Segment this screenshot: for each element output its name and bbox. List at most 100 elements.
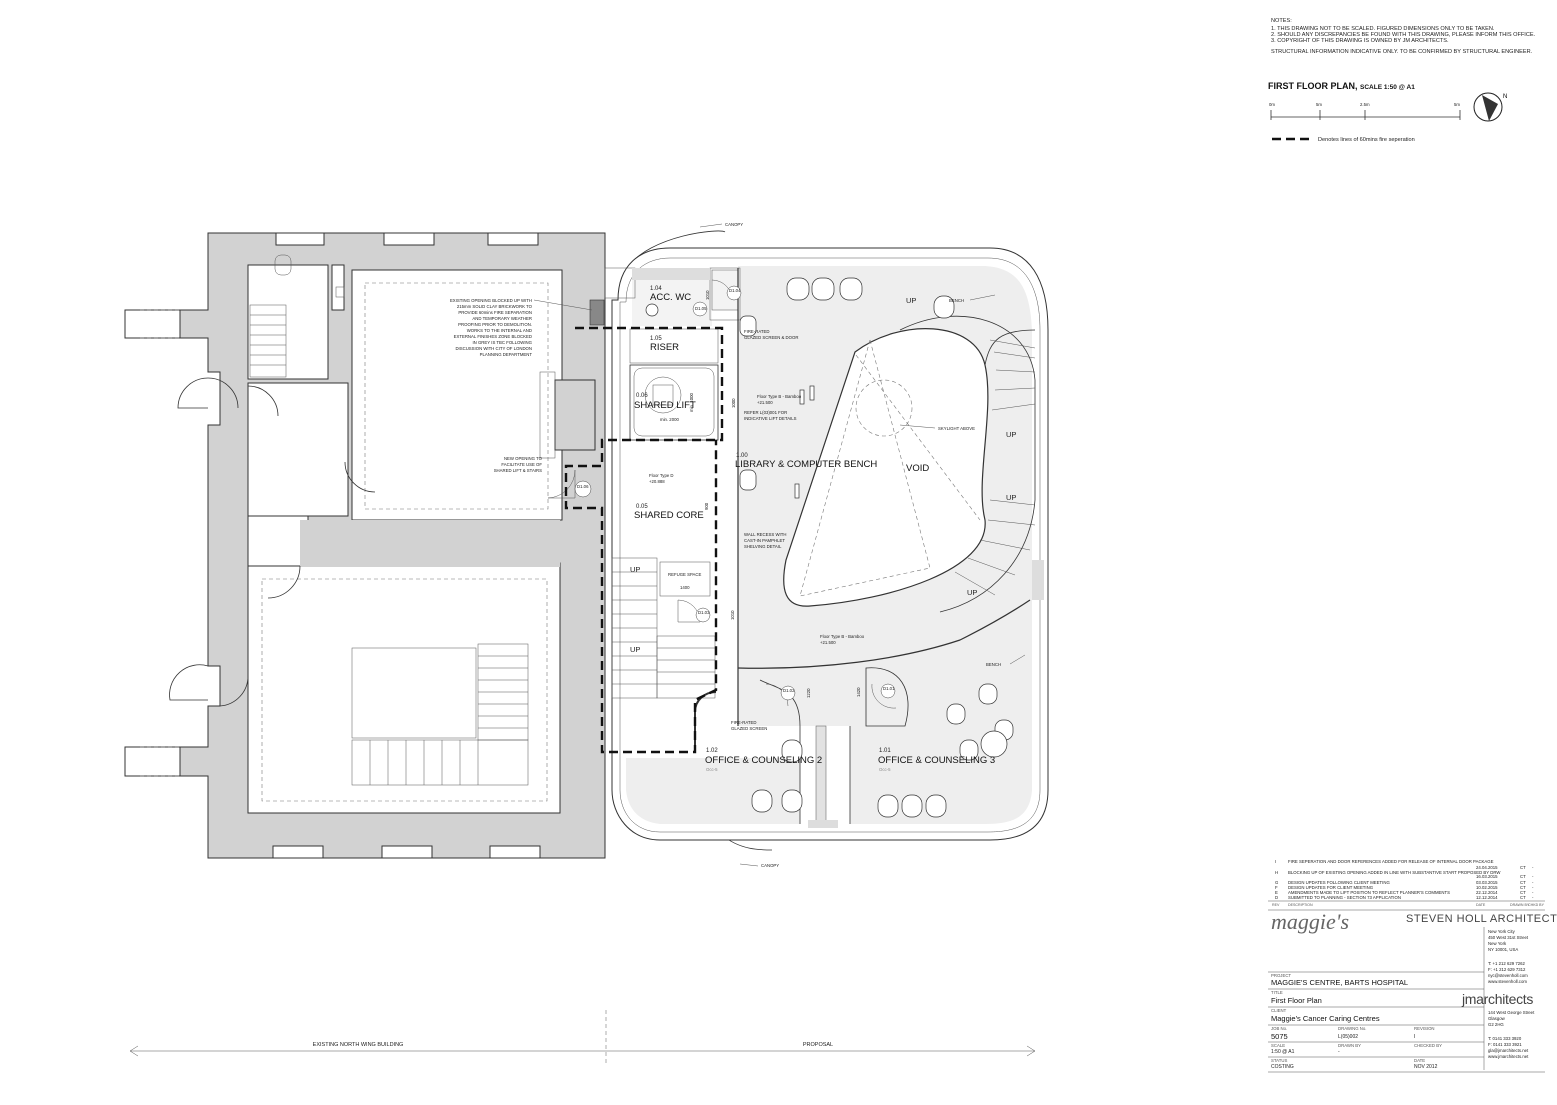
svg-text:F: 0141 333 3921: F: 0141 333 3921: [1488, 1042, 1522, 1047]
drawing-number: L(05)002: [1338, 1034, 1358, 1040]
door-tag-d103: D1.03: [698, 610, 710, 615]
svg-text:DRAWING No.: DRAWING No.: [1338, 1026, 1367, 1031]
canopy-top-label: CANOPY: [725, 222, 743, 227]
svg-text:10.02.2015: 10.02.2015: [1476, 885, 1498, 890]
room-shared-lift: SHARED LIFT: [634, 400, 696, 411]
scale-label-0: 0m: [1269, 102, 1275, 107]
svg-text:450 West 31st Street: 450 West 31st Street: [1488, 935, 1529, 940]
room-void: VOID: [906, 463, 929, 474]
revision-row: I FIRE SEPERATION AND DOOR REFERENCES AD…: [1275, 859, 1534, 870]
svg-text:D: D: [1275, 895, 1278, 900]
fire-glazed-2-line2: GLAZED SCREEN: [731, 726, 767, 731]
svg-text:FACILITATE USE OF: FACILITATE USE OF: [501, 462, 542, 467]
up-label-3: UP: [1006, 493, 1016, 502]
skylight-label: SKYLIGHT ABOVE: [938, 426, 975, 431]
room-office3-number: 1.01: [879, 748, 891, 754]
scale-bar: 0m 5m 2.5m 5m: [1269, 102, 1461, 120]
wall-recess-line3: SHELVING DETAIL: [744, 544, 782, 549]
note-line-2: 2. SHOULD ANY DISCREPANCIES BE FOUND WIT…: [1271, 32, 1536, 38]
svg-text:144 West George Street: 144 West George Street: [1488, 1010, 1535, 1015]
job-number: 5075: [1271, 1032, 1288, 1041]
dim-1000: 1000: [731, 398, 736, 408]
svg-text:New York City: New York City: [1488, 929, 1516, 934]
svg-text:DESCRIPTION: DESCRIPTION: [1288, 903, 1313, 907]
svg-text:NY 10001, USA: NY 10001, USA: [1488, 947, 1518, 952]
existing-opening-note: EXISTING OPENING BLOCKED UP WITH 215mm S…: [450, 298, 533, 357]
room-shared-lift-number: 0.06: [636, 393, 648, 399]
svg-text:SCALE: SCALE: [1271, 1043, 1285, 1048]
svg-text:03.03.2015: 03.03.2015: [1476, 880, 1498, 885]
room-acc-wc-number: 1.04: [650, 286, 662, 292]
fire-separation-line: [564, 326, 724, 754]
dim-1220: 1220: [806, 688, 811, 698]
room-library-number: 1.00: [736, 453, 748, 459]
svg-text:STATUS: STATUS: [1271, 1058, 1287, 1063]
svg-text:215mm SOLID CLAY BRICKWORK TO: 215mm SOLID CLAY BRICKWORK TO: [457, 304, 533, 309]
existing-building-label: EXISTING NORTH WING BUILDING: [313, 1042, 404, 1048]
room-office3-occupancy: Occ-5: [879, 767, 891, 772]
project-name: MAGGIE'S CENTRE, BARTS HOSPITAL: [1271, 978, 1408, 987]
floor-type-d: Floor Type D: [649, 473, 674, 478]
svg-text:F: F: [1275, 885, 1278, 890]
svg-text:CHECKED BY: CHECKED BY: [1414, 1043, 1442, 1048]
svg-text:-: -: [1532, 890, 1534, 895]
bench-right-label: BENCH: [986, 662, 1001, 667]
revision-row: D SUBMITTED TO PLANNING - SECTION 73 APP…: [1275, 895, 1534, 900]
floor-type-d-level: +20.888: [649, 479, 665, 484]
floor-type-b1: Floor Type B - Bamboo: [757, 394, 802, 399]
fire-glazed-1-line2: GLAZED SCREEN & DOOR: [744, 335, 798, 340]
refer-lift-line1: REFER L(03)001 FOR: [744, 410, 787, 415]
room-office2-number: 1.02: [706, 748, 718, 754]
revision-letter: I: [1414, 1034, 1415, 1040]
up-label-2: UP: [1006, 430, 1016, 439]
dim-1010-top: 1010: [705, 290, 710, 300]
svg-text:16.03.2015: 16.03.2015: [1476, 874, 1498, 879]
building-extents: EXISTING NORTH WING BUILDING PROPOSAL: [129, 1010, 1036, 1065]
dim-1420: 1420: [856, 687, 861, 697]
title-block: maggie's STEVEN HOLL ARCHITECTS New York…: [1268, 909, 1557, 1073]
new-opening-note: NEW OPENING TO FACILITATE USE OF SHARED …: [494, 456, 543, 473]
svg-text:TITLE: TITLE: [1271, 990, 1283, 995]
svg-text:T: 0141 333 3920: T: 0141 333 3920: [1488, 1036, 1522, 1041]
stair-shared-core: [611, 557, 716, 699]
drawn-by: -: [1338, 1049, 1340, 1055]
dim-1010-bottom: 1010: [730, 610, 735, 620]
svg-text:IN GREY IS TBC FOLLOWING: IN GREY IS TBC FOLLOWING: [472, 340, 532, 345]
room-shared-core: SHARED CORE: [634, 510, 704, 521]
client-logo: maggie's: [1271, 909, 1349, 934]
svg-text:N: N: [1503, 94, 1507, 100]
room-riser: RISER: [650, 342, 679, 353]
scale-label-2: 2.5m: [1360, 102, 1370, 107]
room-office2: OFFICE & COUNSELING 2: [705, 755, 822, 766]
svg-text:24.04.2015: 24.04.2015: [1476, 865, 1498, 870]
door-tag-d106: D1.06: [577, 484, 589, 489]
stair-existing-top: [249, 304, 287, 378]
svg-text:CLIENT: CLIENT: [1271, 1008, 1287, 1013]
svg-text:22.12.2014: 22.12.2014: [1476, 890, 1498, 895]
scale-label-3: 5m: [1454, 102, 1460, 107]
floor-type-b2: Floor Type B - Bamboo: [820, 634, 865, 639]
svg-text:-: -: [1532, 874, 1534, 879]
svg-text:PROJECT: PROJECT: [1271, 973, 1291, 978]
door-tag-d104: D1.04: [729, 288, 741, 293]
fire-glazed-1-line1: FIRE-RATED: [744, 329, 769, 334]
room-shared-core-number: 0.05: [636, 504, 648, 510]
svg-text:nyc@stevenholl.com: nyc@stevenholl.com: [1488, 973, 1528, 978]
furniture: [645, 277, 1014, 818]
scale-label-1: 5m: [1316, 102, 1322, 107]
svg-text:PLANNING DEPARTMENT: PLANNING DEPARTMENT: [480, 352, 533, 357]
drawing-title: First Floor Plan: [1271, 996, 1322, 1005]
up-label-5: UP: [630, 565, 640, 574]
svg-text:www.jmarchitects.net: www.jmarchitects.net: [1488, 1054, 1529, 1059]
void-teardrop: [783, 328, 989, 607]
revisions-table: I FIRE SEPERATION AND DOOR REFERENCES AD…: [1268, 859, 1545, 907]
svg-text:Glasgow: Glasgow: [1488, 1016, 1506, 1021]
svg-text:FIRE SEPERATION AND DOOR REFER: FIRE SEPERATION AND DOOR REFERENCES ADDE…: [1288, 859, 1494, 864]
svg-text:gla@jmarchitects.net: gla@jmarchitects.net: [1488, 1048, 1529, 1053]
svg-text:NEW OPENING TO: NEW OPENING TO: [504, 456, 543, 461]
svg-text:New York: New York: [1488, 941, 1507, 946]
svg-text:12.12.2014: 12.12.2014: [1476, 895, 1498, 900]
svg-text:CT: CT: [1520, 885, 1526, 890]
door-tags: D1.04 D1.05 D1.06 D1.03 D1.02 D1.01: [574, 285, 896, 701]
revision-row: F DESIGN UPDATES FOR CLIENT MEETING 10.0…: [1275, 885, 1534, 890]
